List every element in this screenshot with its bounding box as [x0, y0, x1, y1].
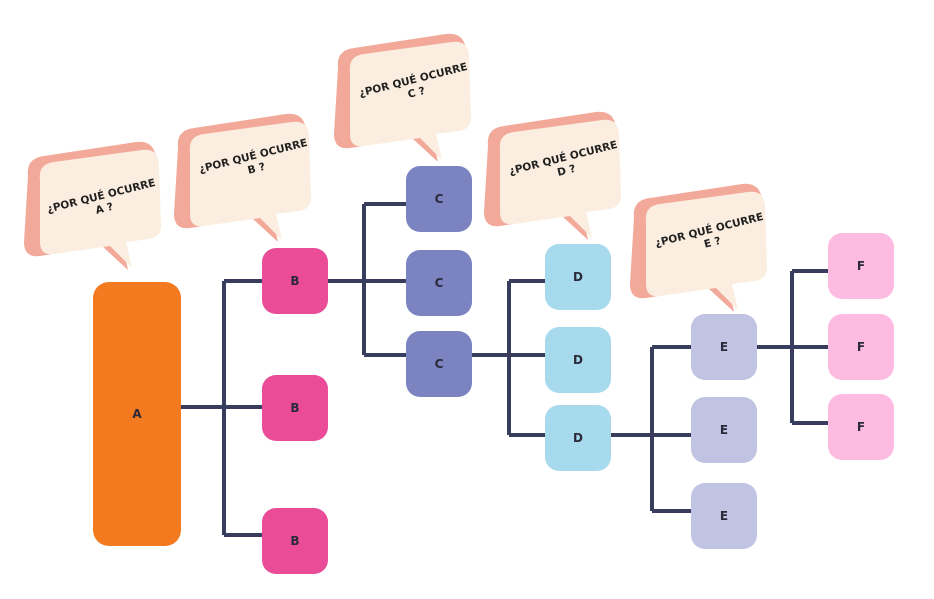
connector-e-to-f — [757, 269, 828, 425]
node-b-2: B — [262, 375, 328, 441]
connector-b-to-c — [328, 202, 406, 357]
node-label: A — [132, 407, 142, 421]
node-label: E — [719, 340, 729, 354]
node-label: E — [719, 423, 729, 437]
node-label: C — [434, 276, 444, 290]
node-label: D — [573, 431, 583, 445]
node-label: D — [573, 270, 583, 284]
node-f-1: F — [828, 233, 894, 299]
node-d-2: D — [545, 327, 611, 393]
node-b-1: B — [262, 248, 328, 314]
node-a: A — [93, 282, 181, 546]
node-label: F — [856, 420, 866, 434]
node-c-3: C — [406, 331, 472, 397]
node-c-1: C — [406, 166, 472, 232]
connector-a-to-b — [180, 279, 262, 537]
node-label: F — [856, 259, 866, 273]
node-f-3: F — [828, 394, 894, 460]
connector-d-to-e — [610, 345, 691, 513]
node-d-3: D — [545, 405, 611, 471]
node-f-2: F — [828, 314, 894, 380]
connector-c-to-d — [472, 279, 545, 437]
node-label: C — [434, 357, 444, 371]
node-d-1: D — [545, 244, 611, 310]
node-label: F — [856, 340, 866, 354]
node-label: B — [290, 274, 300, 288]
node-label: C — [434, 192, 444, 206]
node-e-3: E — [691, 483, 757, 549]
node-label: B — [290, 534, 300, 548]
node-b-3: B — [262, 508, 328, 574]
node-e-1: E — [691, 314, 757, 380]
node-e-2: E — [691, 397, 757, 463]
node-label: B — [290, 401, 300, 415]
node-label: D — [573, 353, 583, 367]
node-c-2: C — [406, 250, 472, 316]
node-label: E — [719, 509, 729, 523]
